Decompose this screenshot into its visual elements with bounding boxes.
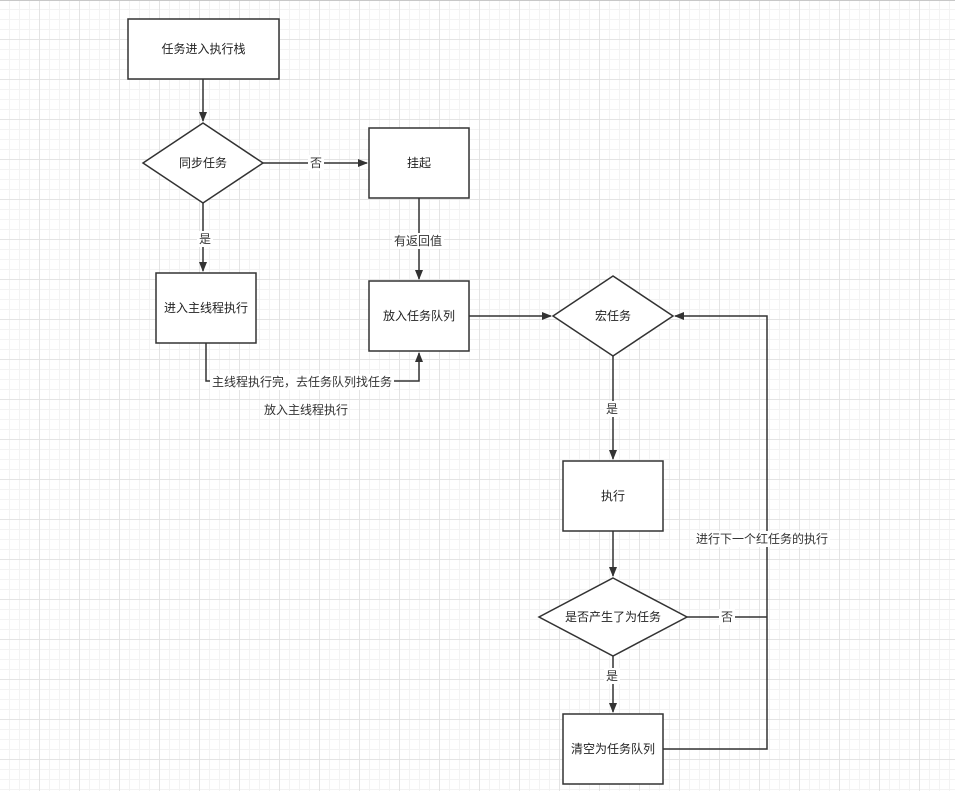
edge-label-next-macro: 进行下一个红任务的执行 <box>694 531 831 547</box>
node-main-thread-label: 进入主线程执行 <box>163 300 248 315</box>
node-suspend[interactable] <box>368 127 470 199</box>
edge-label-micro-yes: 是 <box>604 668 621 684</box>
edge-label-has-return: 有返回值 <box>392 233 445 249</box>
node-enter-stack-label: 任务进入执行栈 <box>161 41 246 56</box>
node-main-thread[interactable] <box>155 272 257 344</box>
node-suspend-label: 挂起 <box>406 155 431 170</box>
edge-label-put-main: 放入主线程执行 <box>264 403 349 417</box>
node-put-queue-label: 放入任务队列 <box>382 308 455 323</box>
edge-label-macro-yes: 是 <box>604 401 621 417</box>
edge-label-micro-no: 否 <box>719 609 736 625</box>
node-clear-queue-label: 清空为任务队列 <box>570 741 655 756</box>
node-put-queue[interactable] <box>368 280 470 352</box>
node-macro-task-label: 宏任务 <box>594 308 631 323</box>
node-execute[interactable] <box>562 460 664 532</box>
canvas-top-border <box>0 0 955 1</box>
node-micro-check-label: 是否产生了为任务 <box>564 609 661 624</box>
edge-label-sync-no: 否 <box>308 155 325 171</box>
edge-label-main-done: 主线程执行完，去任务队列找任务 <box>210 374 395 390</box>
edge-label-sync-yes: 是 <box>197 231 214 247</box>
node-sync-task-label: 同步任务 <box>178 155 227 170</box>
node-execute-label: 执行 <box>600 488 625 503</box>
